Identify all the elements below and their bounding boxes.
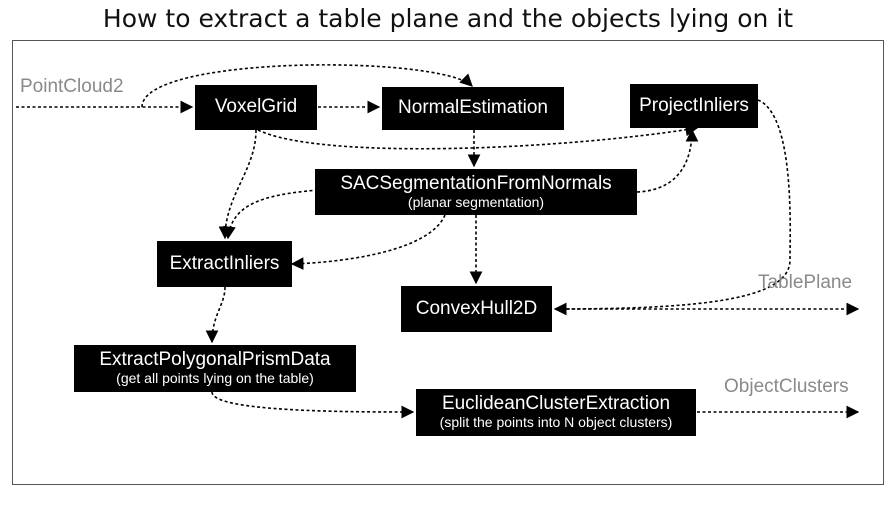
node-extractinliers-label: ExtractInliers bbox=[169, 252, 280, 274]
node-normalestimation: NormalEstimation bbox=[382, 87, 564, 130]
node-prism-sublabel: (get all points lying on the table) bbox=[116, 370, 314, 387]
node-projectinliers-label: ProjectInliers bbox=[639, 94, 749, 116]
node-voxelgrid-label: VoxelGrid bbox=[214, 96, 298, 118]
node-euclideanclusterextraction: EuclideanClusterExtraction (split the po… bbox=[416, 389, 696, 436]
output-tableplane: TablePlane bbox=[758, 272, 853, 293]
diagram-title: How to extract a table plane and the obj… bbox=[102, 4, 794, 33]
node-prism-label: ExtractPolygonalPrismData bbox=[99, 349, 331, 371]
node-euclid-sublabel: (split the points into N object clusters… bbox=[439, 414, 673, 431]
output-objectclusters: ObjectClusters bbox=[724, 376, 849, 397]
node-sacseg-label: SACSegmentationFromNormals bbox=[340, 172, 612, 194]
edge-projectinliers-convexhull bbox=[553, 99, 792, 316]
node-voxelgrid: VoxelGrid bbox=[195, 85, 317, 130]
edge-pointcloud-normalestimation bbox=[141, 64, 473, 108]
edge-voxelgrid-extractinliers bbox=[218, 129, 257, 240]
node-euclid-label: EuclideanClusterExtraction bbox=[441, 393, 671, 415]
node-sacseg-sublabel: (planar segmentation) bbox=[407, 193, 545, 210]
node-extractpolygonalprismdata: ExtractPolygonalPrismData (get all point… bbox=[74, 345, 356, 392]
edge-extractinliers-prism bbox=[205, 286, 226, 344]
edge-sacseg-projectinliers bbox=[636, 128, 699, 193]
node-convexhull2d: ConvexHull2D bbox=[401, 286, 552, 332]
node-sacsegmentationfromnormals: SACSegmentationFromNormals (planar segme… bbox=[315, 169, 637, 215]
node-extractinliers: ExtractInliers bbox=[157, 241, 292, 287]
diagram-frame bbox=[12, 40, 884, 485]
edge-prism-euclid bbox=[211, 391, 415, 419]
input-pointcloud2: PointCloud2 bbox=[20, 76, 124, 97]
edge-sacseg-extractinliers bbox=[223, 189, 319, 240]
edge-voxelgrid-projectinliers bbox=[257, 123, 699, 150]
node-normalestimation-label: NormalEstimation bbox=[398, 97, 548, 119]
node-projectinliers: ProjectInliers bbox=[630, 84, 758, 128]
node-convexhull-label: ConvexHull2D bbox=[415, 297, 538, 319]
edge-sacseg-extractinliers-2 bbox=[290, 214, 446, 270]
